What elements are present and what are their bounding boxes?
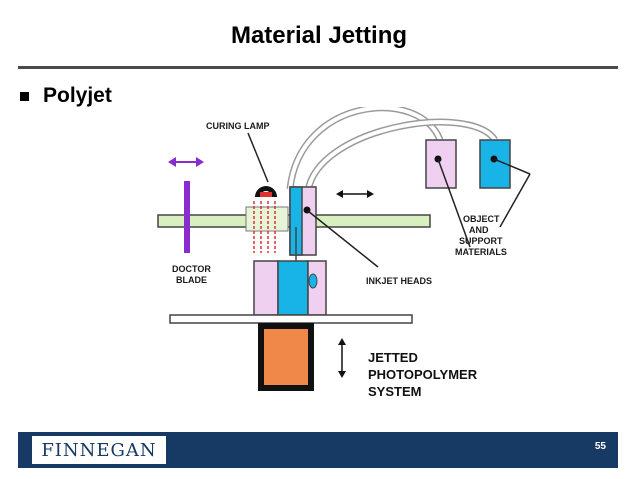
supply-hose-inner-fill: [306, 120, 497, 192]
materials-label-1: OBJECT: [463, 214, 500, 224]
build-block-right: [307, 260, 327, 316]
logo-text: FINNEGAN: [41, 439, 157, 461]
build-block-left: [253, 260, 279, 316]
elevator-motion-arrow: [338, 338, 346, 378]
build-block-center: [277, 260, 309, 316]
materials-label-4: MATERIALS: [455, 247, 507, 257]
curing-lamp-label: CURING LAMP: [206, 121, 270, 131]
elevator-base: [264, 329, 308, 385]
page-number: 55: [594, 441, 606, 452]
supply-hose-inner: [304, 118, 498, 192]
title-divider: [18, 66, 618, 69]
footer-bar: FINNEGAN 55: [18, 432, 618, 468]
slide-title: Material Jetting: [230, 22, 408, 49]
doctor-blade-label-1: DOCTOR: [172, 264, 211, 274]
materials-label-3: SUPPORT: [459, 236, 503, 246]
inkjet-heads-label: INKJET HEADS: [366, 276, 432, 286]
system-label-1: JETTED: [368, 350, 418, 365]
polyjet-diagram: DOCTOR BLADE CURING LAMP INKJET HEADS: [157, 107, 531, 399]
uv-rays: [253, 201, 276, 253]
finnegan-logo: FINNEGAN: [32, 436, 166, 464]
bullet-item: Polyjet: [20, 84, 112, 108]
doctor-blade: [184, 181, 190, 253]
materials-label-2: AND: [469, 225, 489, 235]
blade-motion-arrow: [168, 157, 204, 167]
doctor-blade-label-2: BLADE: [176, 275, 207, 285]
system-label-2: PHOTOPOLYMER: [368, 367, 478, 382]
head-motion-arrow: [336, 190, 374, 198]
bullet-marker: [20, 91, 29, 101]
build-tray: [169, 314, 413, 324]
bullet-text: Polyjet: [43, 84, 112, 107]
system-label-3: SYSTEM: [368, 384, 421, 399]
lamp-housing: [245, 206, 289, 232]
support-cartridge: [425, 139, 457, 189]
